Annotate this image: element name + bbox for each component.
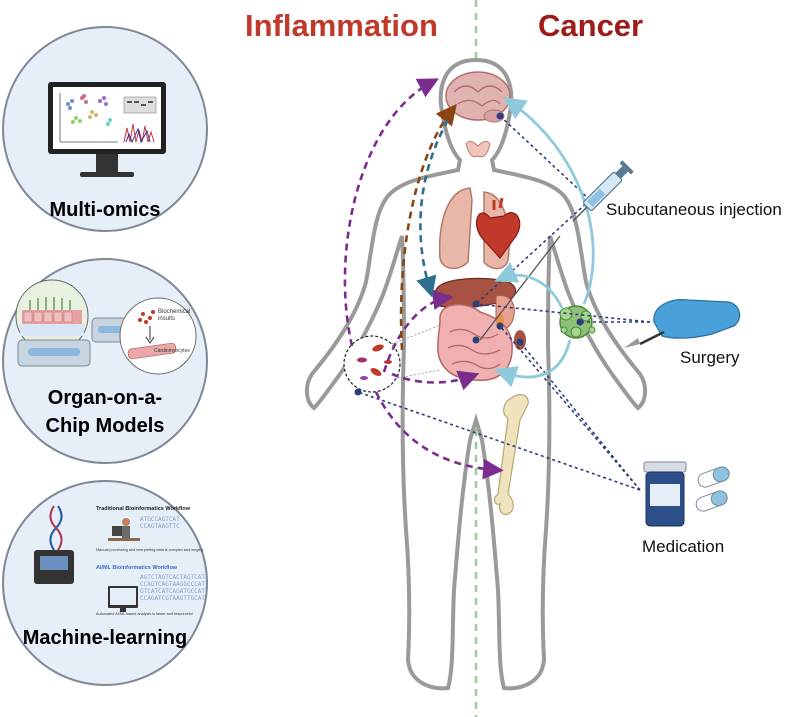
surgery-label: Surgery [680,348,740,367]
cancer-title: Cancer [538,8,644,43]
organ-chip-label-line1: Organ-on-a- [47,387,163,409]
metastasis-arrows [494,97,595,388]
multi-omics-panel [2,26,208,232]
traditional-workflow-note: Manual processing and interpreting data … [96,548,204,552]
thyroid-icon [465,140,491,158]
heart-icon [476,197,521,259]
machine-learning-label: Machine-learning [22,627,188,649]
liver-brain-arrow [416,119,450,298]
aiml-workflow-title: AI/ML Bioinformatics Workflow [96,565,178,571]
traditional-workflow-title: Traditional Bioinformatics Workflow [96,506,191,512]
inflammation-arrows [343,78,504,480]
biochemical-insults-label: Biochemical insults [158,309,191,322]
medication-label: Medication [642,537,725,556]
needle-line [479,235,561,341]
microbiome-icon [343,325,441,393]
bone-icon [493,394,529,515]
pill-bottle-icon [643,461,730,527]
syringe-icon [572,160,634,222]
cardiomyocytes-label: Cardiomyocytes [154,348,190,354]
connection-nodes [354,112,584,396]
monitor-icon [48,82,166,177]
ml-workflow-icon [34,505,140,612]
organ-chip-label-line2: Chip Models [45,415,165,437]
inflammation-title: Inflammation [245,8,438,43]
multi-omics-label: Multi-omics [49,199,161,221]
aiml-workflow-note: Automated AI/ML based analysis is faster… [96,612,193,616]
subcutaneous-injection-label: Subcutaneous injection [606,200,782,219]
brain-axis-arrow [399,103,457,351]
scalpel-icon [624,299,741,348]
organ-chip-icon [15,279,197,375]
